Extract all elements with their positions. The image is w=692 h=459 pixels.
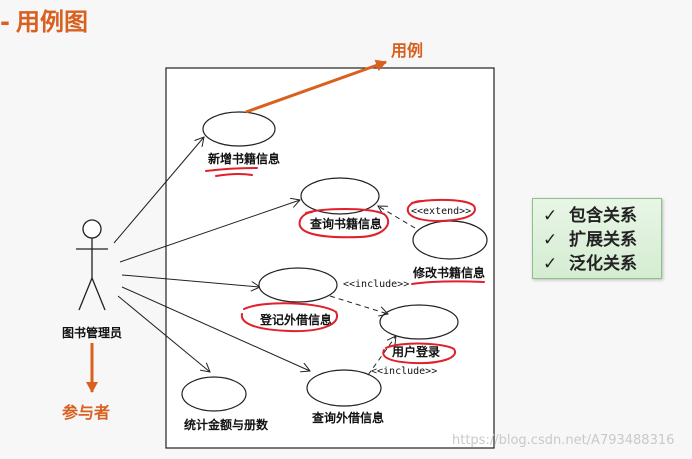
page-title-text: 用例图 — [15, 8, 88, 36]
watermark: https://blog.csdn.net/A793488316 — [452, 433, 675, 448]
assoc-line-add-book — [113, 137, 204, 244]
use-case-user-login — [379, 304, 459, 340]
use-case-label-query-book: 查询书籍信息 — [309, 216, 382, 231]
extend-label: <<extend>> — [411, 206, 471, 217]
include-label-2: <<include>> — [371, 366, 437, 377]
assoc-line-query-book — [119, 200, 300, 263]
actor-label: 图书管理员 — [62, 325, 122, 340]
legend-label-extend: 扩展关系 — [569, 230, 637, 250]
red-underline-add-book — [205, 167, 258, 177]
use-case-label-query-borrow: 查询外借信息 — [311, 410, 384, 425]
legend-item-extend: ✓ 扩展关系 — [543, 228, 661, 252]
include-relation-line-2 — [367, 336, 396, 376]
check-icon: ✓ — [543, 230, 558, 250]
extend-relation-line — [378, 206, 416, 229]
check-icon: ✓ — [543, 254, 558, 274]
title-dash: - — [0, 8, 10, 36]
assoc-line-stats — [117, 295, 210, 372]
use-case-add-book — [202, 111, 276, 147]
relation-types-legend: ✓ 包含关系 ✓ 扩展关系 ✓ 泛化关系 — [532, 198, 662, 279]
red-circle-extend — [406, 198, 476, 223]
legend-label-generalize: 泛化关系 — [569, 254, 637, 274]
use-case-label-stats: 统计金额与册数 — [184, 417, 269, 432]
use-case-query-borrow — [306, 369, 382, 407]
red-underline-modify-book — [411, 280, 485, 285]
red-circle-query-book — [298, 208, 390, 239]
use-case-pointer-arrow — [245, 59, 387, 114]
actor-pointer-label: 参与者 — [62, 403, 110, 422]
use-case-label-modify-book: 修改书籍信息 — [412, 265, 485, 280]
use-case-label-add-book: 新增书籍信息 — [208, 151, 280, 166]
include-label-1: <<include>> — [343, 279, 409, 290]
red-circle-borrow-register — [240, 302, 339, 333]
use-case-label-user-login: 用户登录 — [391, 344, 440, 359]
assoc-line-query-borrow — [121, 286, 310, 371]
legend-label-include: 包含关系 — [569, 206, 637, 226]
check-icon: ✓ — [543, 206, 558, 226]
use-case-pointer-label: 用例 — [391, 41, 423, 60]
red-circle-user-login — [382, 342, 457, 365]
use-case-query-book — [300, 177, 380, 215]
actor-figure — [76, 219, 108, 311]
legend-item-generalize: ✓ 泛化关系 — [543, 252, 661, 276]
legend-item-include: ✓ 包含关系 — [543, 204, 661, 228]
assoc-line-borrow-register — [121, 274, 260, 287]
use-case-modify-book — [412, 220, 488, 260]
use-case-label-borrow-register: 登记外借信息 — [259, 312, 332, 327]
use-case-stats — [181, 376, 247, 412]
use-case-borrow-register — [258, 267, 338, 303]
page-title: -用例图 — [0, 2, 88, 37]
include-relation-line-1 — [329, 295, 388, 314]
